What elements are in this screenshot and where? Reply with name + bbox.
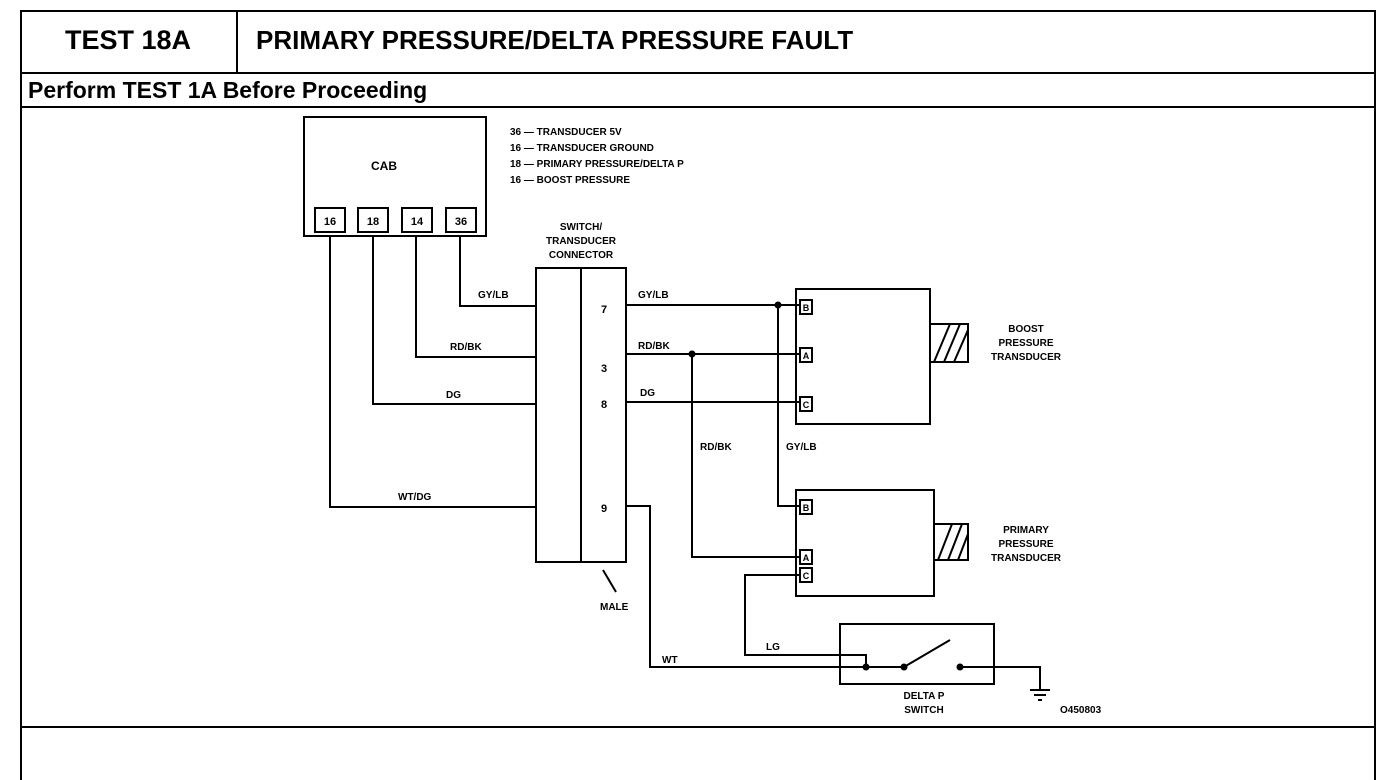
wire-label: GY/LB	[478, 290, 509, 301]
cab-pin-label: 18	[367, 216, 379, 228]
wire-rd-bk-to-primary	[691, 354, 800, 558]
port-hatch-line	[933, 323, 951, 363]
connector-gender-label: MALE	[600, 602, 629, 613]
boost-transducer-body	[795, 288, 931, 425]
boost-transducer-label: PRESSURE	[998, 338, 1053, 349]
connector-pin-label: 9	[601, 503, 607, 515]
precondition-note: Perform TEST 1A Before Proceeding	[28, 77, 428, 103]
port-hatch-line	[957, 533, 969, 561]
primary-pin-letter: A	[803, 553, 810, 563]
delta-p-switch-label: DELTA P	[904, 691, 945, 702]
delta-p-switch-label: SWITCH	[904, 705, 943, 716]
connector-pin-label: 3	[601, 363, 607, 375]
diagram-bottom-divider	[20, 726, 1376, 728]
wire-rd-bk-cab	[415, 236, 536, 358]
primary-transducer-body	[795, 489, 935, 597]
wire-label: RD/BK	[700, 442, 732, 453]
wire-label: WT/DG	[398, 492, 432, 503]
cab-pin-box	[445, 207, 477, 233]
boost-pin-letter: B	[803, 303, 810, 313]
wire-label: WT	[662, 655, 678, 666]
wire-label: DG	[640, 388, 655, 399]
test-id: TEST 18A	[20, 10, 238, 72]
pin-legend-line: 18 — PRIMARY PRESSURE/DELTA P	[510, 159, 684, 170]
connector-label: CONNECTOR	[549, 250, 614, 261]
splice-dot	[862, 663, 870, 671]
pin-legend-line: 16 — BOOST PRESSURE	[510, 175, 630, 186]
port-hatch-line	[937, 523, 953, 561]
cab-pin-box	[357, 207, 389, 233]
primary-transducer-label: TRANSDUCER	[991, 553, 1062, 564]
wire-label: RD/BK	[638, 341, 670, 352]
splice-dot	[774, 301, 782, 309]
boost-pin-letter: A	[803, 351, 810, 361]
figure-id: O450803	[1060, 705, 1102, 716]
wire-wt-to-switch	[626, 505, 866, 668]
wire-lg-to-switch	[744, 574, 867, 667]
wire-label: RD/BK	[450, 342, 482, 353]
wire-gy-lb-to-primary	[777, 305, 800, 507]
boost-pin-b	[799, 299, 813, 315]
primary-transducer-label: PRIMARY	[1003, 525, 1049, 536]
wire-wt-dg-cab	[329, 236, 536, 508]
boost-transducer-label: TRANSDUCER	[991, 352, 1062, 363]
pin-legend-line: 16 — TRANSDUCER GROUND	[510, 143, 654, 154]
connector-label: TRANSDUCER	[546, 236, 617, 247]
splice-dot	[956, 663, 964, 671]
splice-dot	[688, 350, 696, 358]
cab-pin-box	[314, 207, 346, 233]
cab-module	[303, 116, 487, 237]
connector-pin-label: 7	[601, 304, 607, 316]
wire-label: DG	[446, 390, 461, 401]
wire-switch-to-ground	[960, 666, 1041, 690]
cab-pin-label: 36	[455, 216, 467, 228]
cab-pin-label: 14	[411, 216, 424, 228]
splice-dot	[900, 663, 908, 671]
connector-label: SWITCH/	[560, 222, 602, 233]
primary-pin-letter: B	[803, 503, 810, 513]
port-hatch-line	[943, 323, 961, 363]
pin-legend-line: 36 — TRANSDUCER 5V	[510, 127, 622, 138]
cab-pin-label: 16	[324, 216, 336, 228]
boost-transducer-label: BOOST	[1008, 324, 1044, 335]
precondition-divider	[20, 106, 1376, 108]
boost-pin-c	[799, 396, 813, 412]
page-frame	[20, 10, 1376, 780]
wire-label: GY/LB	[638, 290, 669, 301]
wire-dg-cab	[372, 236, 536, 405]
male-leader-line	[602, 569, 617, 593]
wire-gy-lb-cab	[459, 236, 536, 307]
wire-label: LG	[766, 642, 780, 653]
port-hatch-line	[953, 329, 969, 363]
boost-pin-letter: C	[803, 400, 810, 410]
page-title: PRIMARY PRESSURE/DELTA PRESSURE FAULT	[256, 25, 854, 55]
primary-pin-letter: C	[803, 571, 810, 581]
primary-transducer-label: PRESSURE	[998, 539, 1053, 550]
wire-label: GY/LB	[786, 442, 817, 453]
switch-contact-arm	[903, 639, 951, 668]
port-hatch-line	[947, 523, 963, 561]
connector-pin-label: 8	[601, 399, 607, 411]
cab-label: CAB	[371, 159, 397, 173]
cab-pin-box	[401, 207, 433, 233]
header-divider	[20, 72, 1376, 74]
